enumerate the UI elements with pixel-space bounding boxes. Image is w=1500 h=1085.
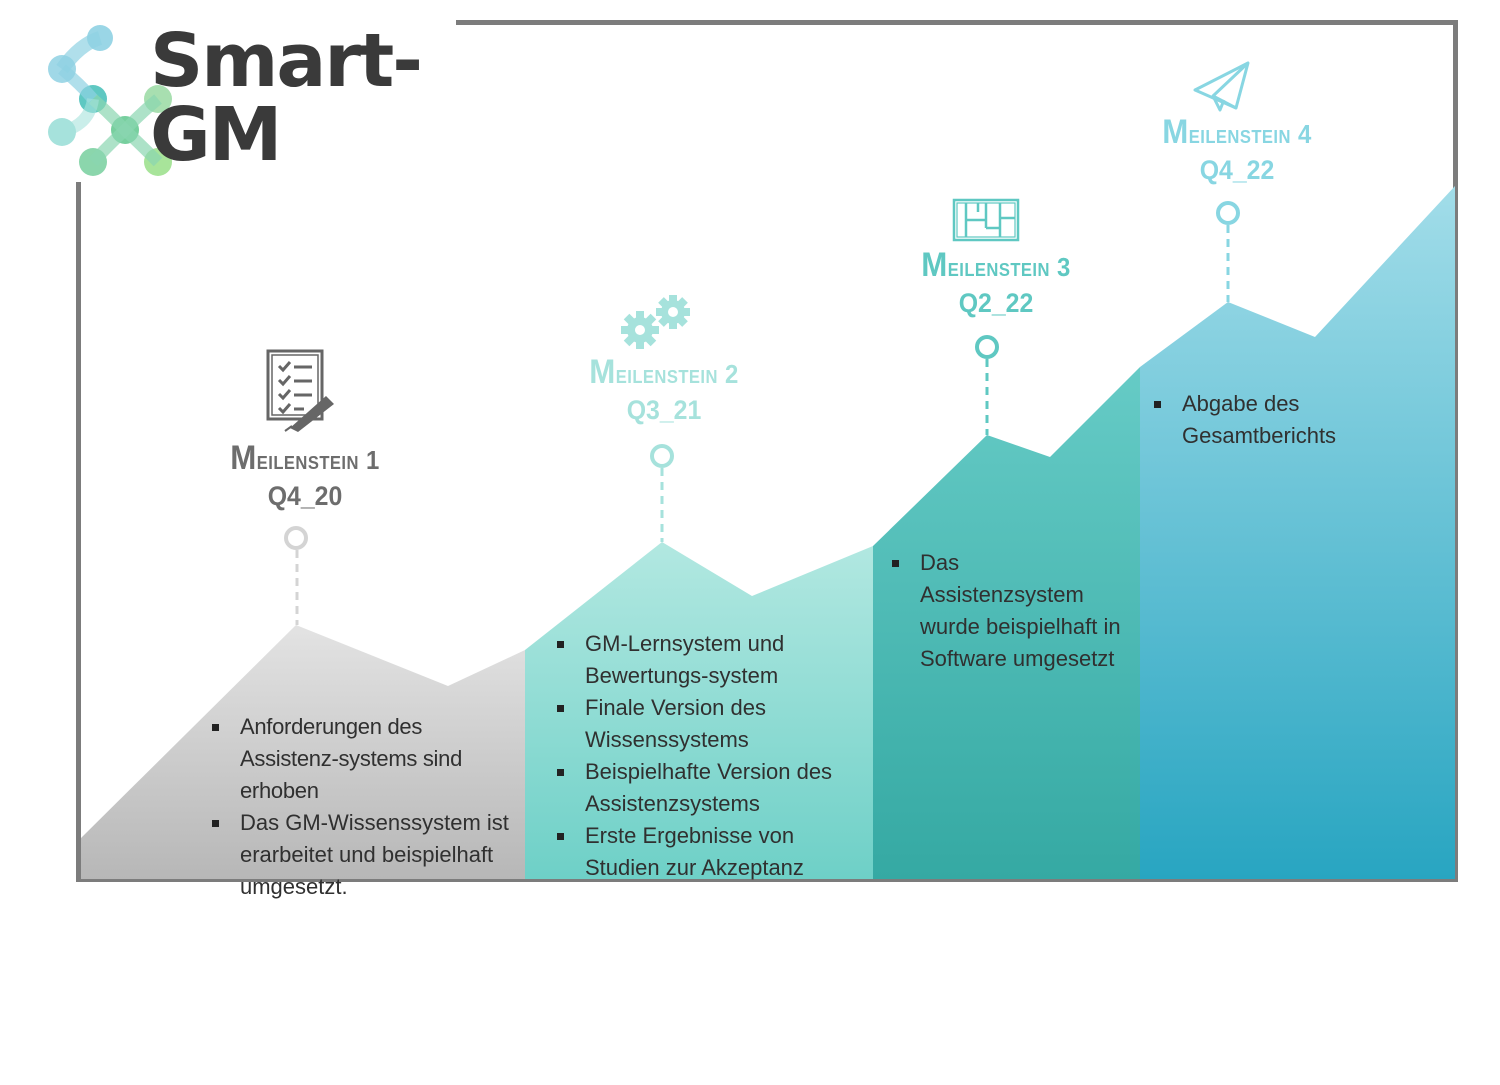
milestone-1-date: Q4_20 (267, 480, 343, 511)
list-item: Erste Ergebnisse von Studien zur Akzepta… (555, 820, 870, 884)
list-item: Das Assistenzsystem wurde beispielhaft i… (890, 547, 1125, 675)
list-item: Finale Version des Wissenssystems (555, 692, 870, 756)
paper-plane-icon (1193, 61, 1250, 112)
terrain-segment-3 (873, 367, 1140, 879)
milestone-2-date: Q3_21 (626, 394, 702, 425)
terrain-segment-2 (525, 542, 873, 879)
pin-circle-1 (284, 526, 308, 550)
milestone-2-title: Meilenstein 2 (589, 353, 739, 391)
milestone-1-heading: Meilenstein 1 Q4_20 (175, 438, 435, 514)
pin-circle-3 (975, 335, 999, 359)
milestone-3-date: Q2_22 (958, 287, 1034, 318)
milestone-3-bullets: Das Assistenzsystem wurde beispielhaft i… (890, 547, 1125, 675)
molecule-logo-icon (48, 25, 172, 176)
milestone-1-title: Meilenstein 1 (230, 439, 380, 477)
logo-text: Smart-GM (150, 18, 423, 178)
milestone-2-bullets: GM-Lernsystem und Bewertungs-system Fina… (555, 628, 870, 884)
diagram-frame (76, 20, 1458, 882)
list-item: Abgabe des Gesamtberichts (1152, 388, 1452, 452)
pin-circle-2 (650, 444, 674, 468)
milestone-4-date: Q4_22 (1199, 154, 1275, 185)
terrain-segment-4 (1140, 186, 1455, 879)
list-item: Das GM-Wissenssystem ist erarbeitet und … (210, 807, 520, 903)
milestone-3-title: Meilenstein 3 (921, 246, 1071, 284)
milestone-4-title: Meilenstein 4 (1162, 113, 1312, 151)
smart-gm-logo: Smart-GM (40, 14, 460, 184)
milestone-1-bullets: Anforderungen des Assistenz-systems sind… (210, 711, 520, 903)
list-item: GM-Lernsystem und Bewertungs-system (555, 628, 870, 692)
terrain-segment-1 (81, 625, 525, 879)
pin-circle-4 (1216, 201, 1240, 225)
gears-icon (621, 295, 690, 349)
list-item: Beispielhafte Version des Assistenzsyste… (555, 756, 870, 820)
checklist-icon (266, 349, 334, 432)
blueprint-icon (952, 198, 1020, 242)
milestone-2-heading: Meilenstein 2 Q3_21 (534, 352, 794, 428)
milestone-4-heading: Meilenstein 4 Q4_22 (1107, 112, 1367, 188)
list-item: Anforderungen des Assistenz-systems sind… (210, 711, 520, 807)
milestone-3-heading: Meilenstein 3 Q2_22 (866, 245, 1126, 321)
milestone-4-bullets: Abgabe des Gesamtberichts (1152, 388, 1452, 452)
